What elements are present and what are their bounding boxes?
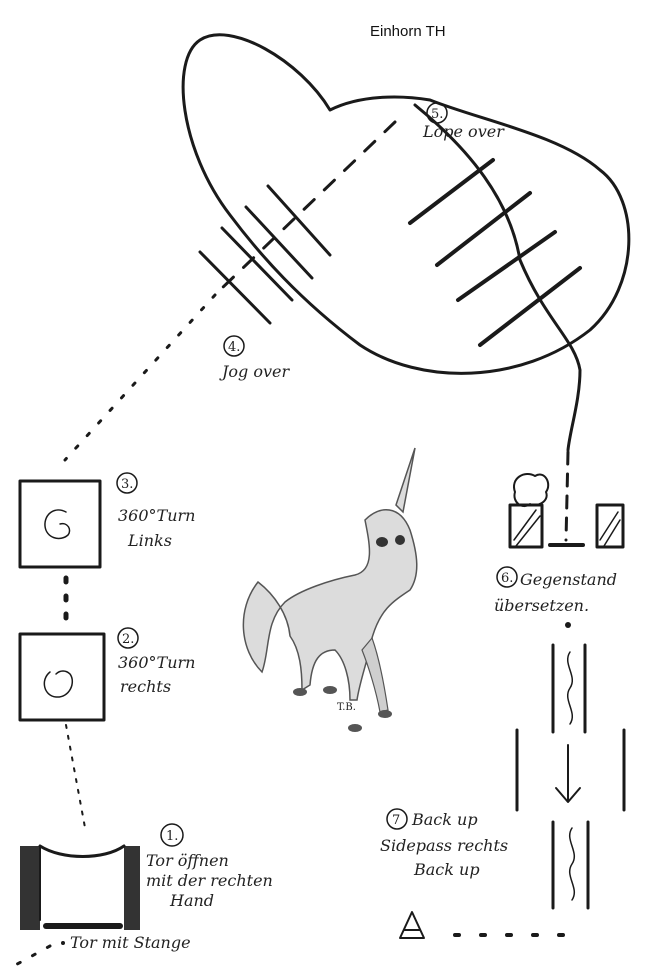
svg-text:2.: 2. [122, 632, 134, 647]
svg-text:5.: 5. [431, 107, 443, 122]
station-3-label-line2: Links [127, 531, 172, 550]
station-6-label-line2: übersetzen. [494, 596, 589, 615]
gate-note-label: Tor mit Stange [70, 933, 191, 952]
svg-text:4.: 4. [228, 340, 240, 355]
station-5-label: Lope over [422, 122, 505, 141]
station-5-number: 5. [427, 103, 447, 123]
station-4-label: Jog over [219, 362, 291, 381]
station-7-number: 7 [387, 809, 407, 829]
arena-outline [183, 35, 629, 374]
station-2-label-line1: 360°Turn [118, 653, 195, 672]
station-2-label-line2: rechts [120, 677, 171, 696]
svg-text:7: 7 [392, 813, 400, 828]
turn-right-icon [44, 671, 72, 697]
arena-inner-line [415, 105, 580, 450]
back-up-sidepass-area [400, 645, 624, 938]
course-title: Einhorn TH [370, 23, 446, 40]
cone-icon [400, 912, 424, 938]
station-2-number: 2. [118, 628, 138, 648]
station-7-label-line2: Sidepass rechts [380, 836, 508, 855]
station-2-box [20, 634, 104, 720]
station-1-number: 1. [161, 824, 183, 846]
station-1-label-line2: mit der rechten [146, 871, 273, 890]
lope-over-poles [410, 160, 580, 345]
artist-signature: T.B. [337, 702, 356, 713]
svg-text:6.: 6. [501, 571, 513, 586]
station-4-number: 4. [224, 336, 244, 356]
station-3-box [20, 481, 100, 567]
unicorn-illustration [243, 448, 416, 732]
turn-left-icon [45, 510, 70, 538]
station-7-label-line3: Back up [413, 860, 480, 879]
station-7-label-line1: Back up [411, 810, 478, 829]
station-1-label-line1: Tor öffnen [146, 851, 229, 870]
object-icon [514, 474, 548, 506]
svg-text:1.: 1. [166, 829, 178, 844]
station-3-label-line1: 360°Turn [118, 506, 195, 525]
station-1-label-line3: Hand [169, 891, 214, 910]
svg-text:3.: 3. [121, 477, 133, 492]
gate-drawing [20, 846, 140, 930]
station-6-number: 6. [497, 567, 517, 587]
station-6-label-line1: Gegenstand [520, 570, 617, 589]
station-3-number: 3. [117, 473, 137, 493]
